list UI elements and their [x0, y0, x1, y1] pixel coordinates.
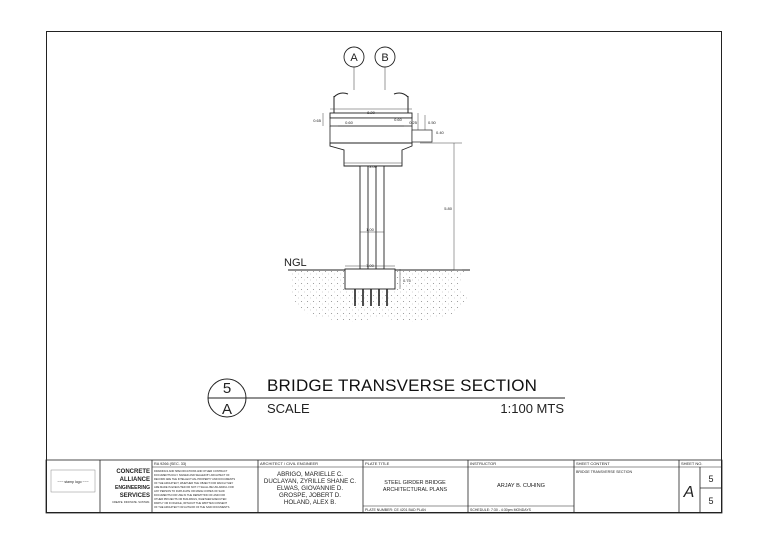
railing-left	[333, 92, 349, 113]
drawing-text: DOCUMENTS DULY SIGNED AND SEALED BY ARCH…	[154, 473, 230, 477]
instructor-header: INSTRUCTOR	[470, 461, 496, 466]
scale-label: SCALE	[267, 401, 310, 416]
sheet-number-bottom: 5	[708, 496, 713, 506]
drawing-text: 0.50	[428, 120, 437, 125]
instructor-name: ARJAY B. CUHING	[497, 483, 545, 489]
grid-label-b: B	[381, 52, 388, 64]
ra-text: DRAWINGS AND SPECIFICATIONS AND OTHER CO…	[154, 469, 235, 509]
drawing-text: 3.00	[369, 164, 378, 169]
ground-soil: NGL	[284, 257, 470, 322]
drawing-text: 0.40	[436, 130, 445, 135]
drawing-text: ENGINEERING	[115, 485, 150, 491]
pier-cap	[329, 142, 413, 167]
sheet-letter: A	[683, 484, 695, 501]
drawing-text: 0.60	[394, 117, 403, 122]
drawing-text: ALLIANCE	[120, 477, 150, 483]
bridge-deck	[329, 112, 433, 143]
dimension-values: 8.20 0.60 0.60 0.65 0.25 0.50 0.40 3.00 …	[313, 110, 453, 283]
sheet-content-header: SHEET CONTENT	[576, 461, 610, 466]
drawing-text: 5.80	[444, 206, 453, 211]
drawing-text: 7.00	[366, 263, 375, 268]
drawing-text: CREATE. INNOVATE. SUSTAIN.	[112, 500, 150, 504]
drawing-text: ABRIGO, MARIELLE C.	[277, 471, 343, 478]
firm-name: CONCRETE ALLIANCE ENGINEERING SERVICES C…	[112, 469, 150, 504]
plate-number: PLATE NUMBER: CE 4201 BAD PLAN	[365, 508, 426, 512]
drawing-text: 0.25	[409, 120, 418, 125]
drawing-text: RECORD ARE THE INTELLECTUAL PROPERTY AND…	[154, 477, 235, 481]
grid-bubble-b: B	[374, 46, 396, 90]
plate-title-line1: STEEL GIRDER BRIDGE	[384, 480, 446, 486]
drawing-text: DOCUMENTS FOR USE IN THE REPETITION OF A…	[154, 493, 225, 497]
firm-logo-box	[50, 469, 96, 493]
schedule: SCHEDULE: 7:30 - 4:30pm MONDAYS	[470, 508, 532, 512]
drawing-text: CONCRETE	[116, 469, 150, 475]
railing-right	[393, 92, 409, 113]
view-number: 5	[223, 380, 231, 397]
drawing-text: ELWAS, GIOVANNIE D.	[277, 485, 344, 492]
sheet-no-header: SHEET NO.	[681, 461, 703, 466]
drawing-text: OTHER PROJECTS OR BUILDINGS, WHETHER EXE…	[154, 497, 226, 501]
dimension-lines	[322, 108, 462, 289]
plate-title-line2: ARCHITECTURAL PLANS	[383, 487, 448, 493]
plate-title-header: PLATE TITLE	[365, 461, 390, 466]
drawing-text: ANY PERSON TO DUPLICATE OR MAKE COPIES O…	[154, 489, 225, 493]
scale-value: 1:100 MTS	[500, 401, 564, 416]
grid-bubble-a: A	[343, 46, 365, 90]
drawing-text: 8.20	[367, 110, 376, 115]
sheet-content: BRIDGE TRANSVERSE SECTION	[576, 470, 632, 474]
drawing-text: ARE MADE IS EXECUTED OR NOT. IT SHALL BE…	[154, 485, 234, 489]
sheet-number-top: 5	[708, 474, 713, 484]
ground-label: NGL	[284, 257, 307, 269]
drawing-text: OF THE ARCHITECT, WHETHER THE OBJECT FOR…	[154, 481, 233, 485]
drawing-text: 0.65	[313, 118, 322, 123]
drawing-text: 0.75	[403, 278, 412, 283]
pile-footing	[344, 268, 396, 306]
ra-header: RA 9266 (SEC. 33)	[154, 462, 187, 466]
drawing-text: DUCLAYAN, ZYRILLE SHANE C.	[264, 478, 357, 485]
drawing-text: 0.60	[345, 120, 354, 125]
drawing-text: OF THE ARCHITECT OR AUTHOR OF THE SAID D…	[154, 505, 230, 509]
view-title: 5 A BRIDGE TRANSVERSE SECTION SCALE 1:10…	[207, 376, 565, 418]
architect-names: ABRIGO, MARIELLE C. DUCLAYAN, ZYRILLE SH…	[264, 471, 357, 506]
drawing-text: DRAWINGS AND SPECIFICATIONS AND OTHER CO…	[154, 469, 228, 473]
drawing-text: HOLAND, ALEX B.	[284, 499, 337, 506]
architect-header: ARCHITECT / CIVIL ENGINEER	[260, 461, 318, 466]
drawing-text: 1.00	[366, 227, 375, 232]
drawing-text: GROSPE, JOBERT D.	[279, 492, 341, 499]
drawing-text: SERVICES	[120, 493, 150, 499]
view-sheet-letter: A	[222, 401, 232, 418]
view-title-text: BRIDGE TRANSVERSE SECTION	[267, 376, 537, 395]
grid-label-a: A	[350, 52, 358, 64]
drawing-sheet	[46, 31, 722, 513]
drawing-text: PARTLY OR IN WHOLE, WITHOUT THE WRITTEN …	[154, 501, 227, 505]
firm-logo-caption: ~~~ stamp logo ~~~	[57, 480, 88, 484]
